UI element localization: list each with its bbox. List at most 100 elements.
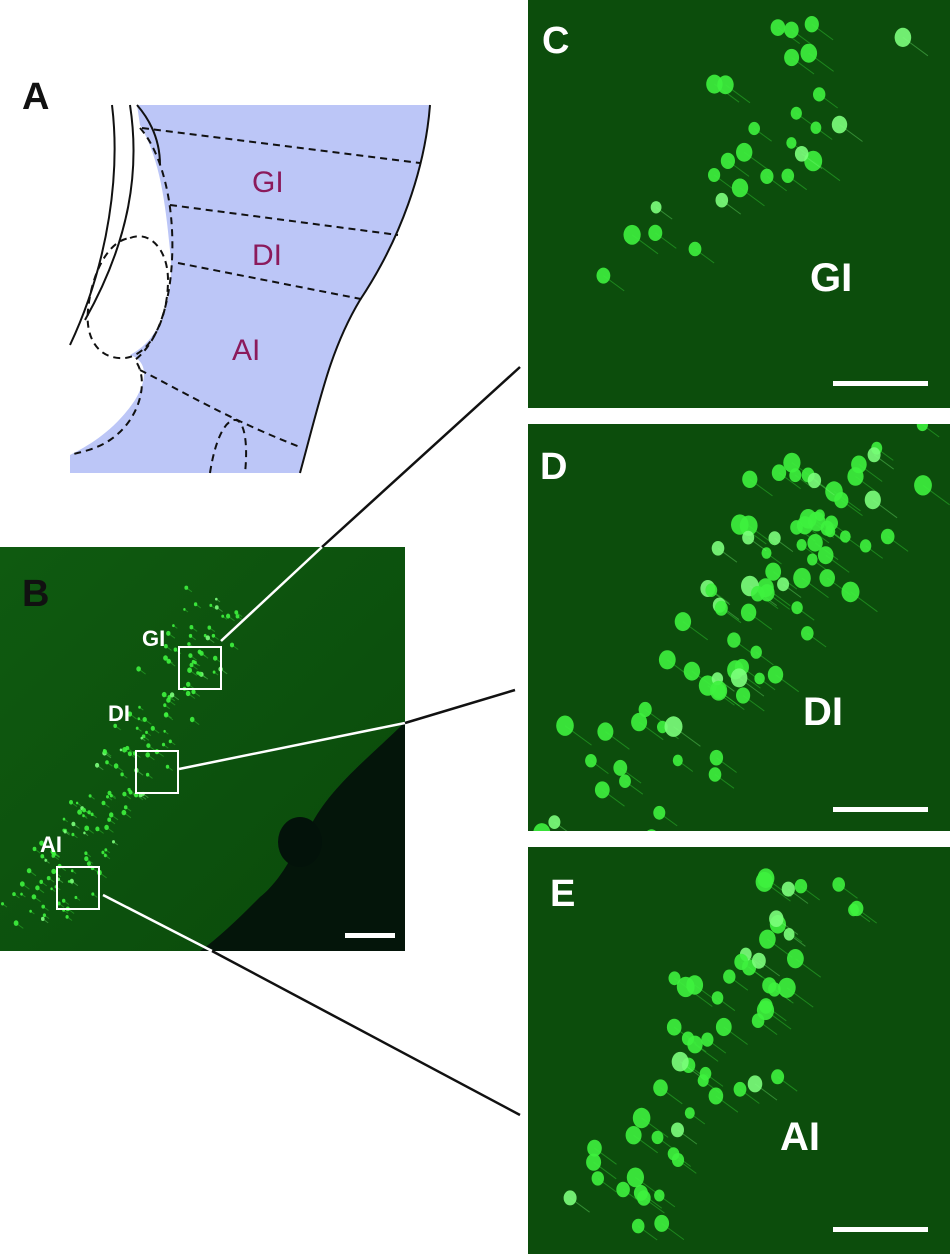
dendrite [775,674,799,693]
dendrite [759,678,776,691]
neuron-soma [750,645,762,659]
dendrite [127,747,134,753]
dendrite [190,655,197,661]
dendrite [748,612,773,630]
dendrite [694,1044,719,1062]
dendrite [33,896,41,903]
neuron-soma [145,772,150,777]
neuron-soma [733,1081,747,1097]
neuron-soma [166,697,171,703]
neuron-soma [787,949,804,969]
neuron-soma [813,87,826,102]
neuron-soma [104,824,109,830]
panel-c-cells [596,16,929,292]
neuron-soma [105,760,109,765]
dendrite [694,984,721,1004]
neuron-soma [65,915,69,919]
neuron-soma [819,569,835,587]
inset-box-gi [178,646,222,690]
neuron-soma [740,603,757,622]
dendrite [96,764,104,771]
neuron-soma [790,106,802,120]
dendrite [738,677,765,697]
dendrite [887,536,909,552]
neuron-soma [69,800,73,805]
connector-ai-outside [211,949,521,1117]
dendrite [637,1225,658,1241]
neuron-soma [804,150,823,172]
neuron-soma [851,455,867,474]
dendrite [13,893,20,899]
panel-c-scale-bar [833,381,928,386]
dendrite [110,814,119,821]
neuron-soma [613,759,628,776]
dendrite [140,794,147,800]
neuron-soma [730,668,748,688]
neuron-soma [757,868,775,888]
cortex-outer-edge [299,104,431,474]
dendrite [106,761,113,767]
dendrite [209,627,216,633]
neuron-soma [121,809,127,816]
neuron-soma [62,817,66,821]
neuron-soma [63,830,67,834]
neuron-soma [119,748,123,752]
layer-boundaries [69,127,421,474]
neuron-soma [84,856,89,862]
neuron-soma [711,541,725,556]
dendrite [213,671,219,676]
neuron-soma [674,612,692,632]
neuron-soma [769,910,784,927]
neuron-soma [88,794,92,798]
neuron-soma [145,752,150,758]
dendrite [838,884,858,899]
dendrite [44,914,50,920]
dendrite [716,757,737,773]
dendrite [146,731,152,737]
dendrite [91,813,97,819]
dendrite [71,870,77,875]
dendrite [850,591,878,613]
dendrite [130,791,137,797]
dendrite [53,852,61,858]
dendrite [624,780,644,795]
dendrite [748,966,771,984]
dendrite [99,872,107,879]
dendrite [807,632,827,648]
neuron-soma [672,754,683,767]
neuron-soma [752,952,766,969]
dendrite [778,472,801,490]
dendrite [801,577,829,599]
dendrite [818,93,838,109]
neuron-soma [759,929,776,949]
neuron-soma [169,692,175,698]
neuron-soma [804,16,819,33]
neuron-soma [767,665,784,684]
neuron-soma [109,812,114,818]
dendrite [620,767,642,784]
panel-b-cells [1,585,244,929]
panel-e-micrograph: E AI [528,847,950,1254]
dendrite [812,559,829,572]
dendrite [165,657,173,664]
neuron-soma [69,878,74,884]
neuron-soma [213,655,218,661]
panel-letter-e: E [550,873,576,915]
neuron-soma [688,241,702,257]
dendrite [97,828,104,834]
dendrite [138,718,143,722]
neuron-soma [748,121,760,136]
dendrite [661,1222,685,1241]
neuron-soma [172,624,175,628]
neuron-soma [163,655,168,661]
panel-b-label-di: DI [108,701,130,726]
dendrite [677,1159,697,1174]
dendrite [86,827,94,834]
neuron-soma [39,879,43,884]
neuron-soma [106,795,109,799]
panel-b-scale-bar [345,933,395,938]
neuron-soma [793,567,811,589]
dendrite [723,1026,748,1045]
inset-box-ai [56,866,100,910]
dendrite [187,693,196,699]
